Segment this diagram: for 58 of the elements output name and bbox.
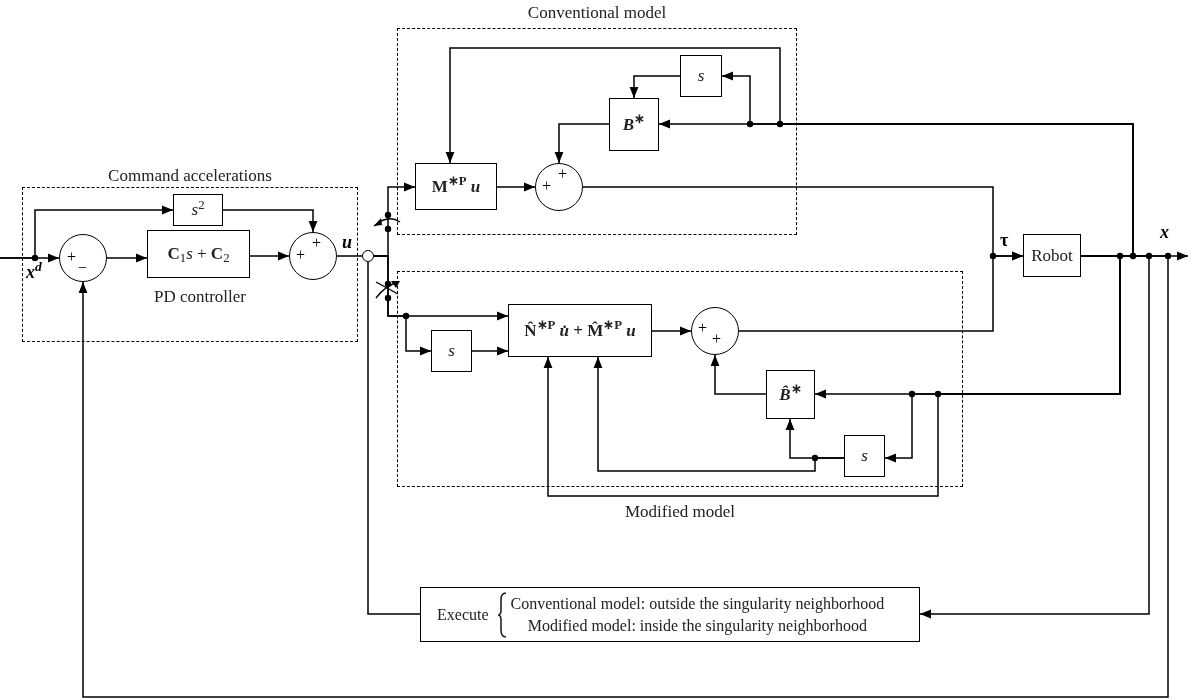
execute-label: Execute xyxy=(437,604,489,625)
signal-arrow xyxy=(554,123,610,164)
block-formula: M$^{∗P}$ u xyxy=(431,176,481,197)
signal-arrow xyxy=(249,251,290,261)
block-formula: s$^{2}$ xyxy=(191,200,205,220)
group-heading: Conventional model xyxy=(527,2,667,24)
transfer-block xyxy=(766,370,815,419)
sign-symbol: + xyxy=(712,330,722,348)
transfer-block xyxy=(415,163,497,210)
sign-symbol: + xyxy=(312,234,322,252)
signal-arrow xyxy=(629,75,681,99)
transfer-block xyxy=(508,304,652,357)
execute-box xyxy=(420,587,920,642)
block-formula: N̂$^{∗P}$ u̇ + M̂$^{∗P}$ u xyxy=(524,320,636,341)
signal-arrow xyxy=(738,251,1024,332)
signal-arrow xyxy=(106,253,148,263)
transfer-block xyxy=(844,435,885,477)
block-caption: PD controller xyxy=(153,286,247,308)
block-formula: Robot xyxy=(1031,245,1073,266)
signal-label: u xyxy=(342,232,352,252)
signal-arrow xyxy=(651,326,692,336)
group-heading: Modified model xyxy=(625,501,735,523)
signal-arrow xyxy=(78,255,1169,698)
signal-arrow xyxy=(496,182,536,192)
summing-junction xyxy=(691,307,739,355)
sign-symbol: + xyxy=(296,246,306,264)
transfer-block xyxy=(1023,234,1081,277)
block-formula: C$_{1}$s + C$_{2}$ xyxy=(167,244,230,264)
signal-arrow xyxy=(471,346,509,356)
signal-arrow xyxy=(0,205,174,259)
block-formula: B̂$^{∗}$ xyxy=(779,384,802,405)
rule-text: Conventional model: outside the singularity neighborhood xyxy=(510,593,885,615)
block-formula: B$^{∗}$ xyxy=(622,114,646,135)
sign-symbol: + xyxy=(698,319,708,337)
transfer-block xyxy=(147,230,250,278)
summing-junction xyxy=(59,234,107,282)
signal-arrow xyxy=(373,255,432,356)
group-heading: Command accelerations xyxy=(108,165,272,187)
signal-arrow xyxy=(593,356,845,472)
block-formula: s xyxy=(448,341,455,361)
transfer-block xyxy=(680,55,722,97)
signal-label: x xyxy=(1160,222,1169,242)
transfer-block xyxy=(609,98,659,151)
transfer-block xyxy=(173,194,223,226)
signal-label: x$^{d}$ xyxy=(26,262,42,282)
transfer-block xyxy=(431,330,472,372)
sign-symbol: − xyxy=(78,259,88,277)
signal-arrow xyxy=(710,354,767,395)
sign-symbol: + xyxy=(558,165,568,183)
summing-junction xyxy=(535,163,583,211)
signal-label: τ xyxy=(1000,230,1009,250)
block-formula: s xyxy=(861,446,868,466)
block-formula: s xyxy=(697,66,705,86)
signal-arrow xyxy=(222,209,318,233)
sign-symbol: + xyxy=(67,248,77,266)
rule-text: Modified model: inside the singularity neighborhood xyxy=(527,615,867,637)
sign-symbol: + xyxy=(542,177,552,195)
summing-junction xyxy=(289,232,337,280)
